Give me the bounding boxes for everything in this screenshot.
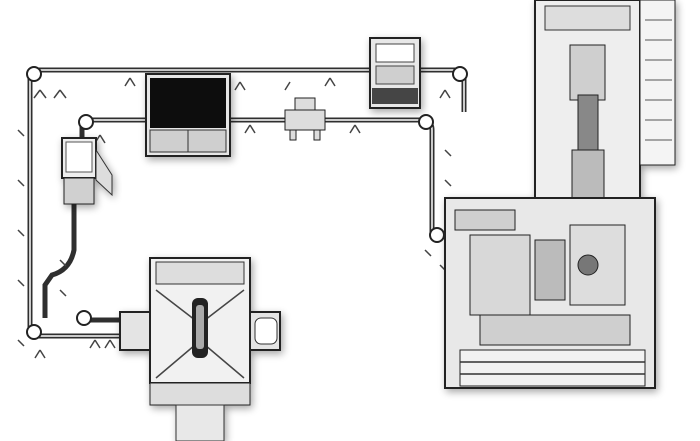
- robot-cell: [119, 257, 281, 441]
- outer-corner-pulley: [452, 66, 468, 82]
- control-cabinet: [145, 73, 231, 157]
- inner-corner-pulley: [76, 310, 92, 326]
- inner-corner-pulley: [418, 114, 434, 130]
- cabinet-screen: [150, 78, 226, 128]
- machining-center: [444, 0, 676, 389]
- spindle: [577, 94, 599, 156]
- gripper-assembly: [284, 97, 326, 141]
- outer-corner-pulley: [26, 324, 42, 340]
- outer-corner-pulley: [26, 66, 42, 82]
- conveyor-support-legs: [17, 77, 452, 359]
- left-inspection-station: [61, 137, 113, 205]
- inner-corner-pulley: [429, 227, 445, 243]
- inner-corner-pulley: [78, 114, 94, 130]
- vision-station: [369, 37, 421, 109]
